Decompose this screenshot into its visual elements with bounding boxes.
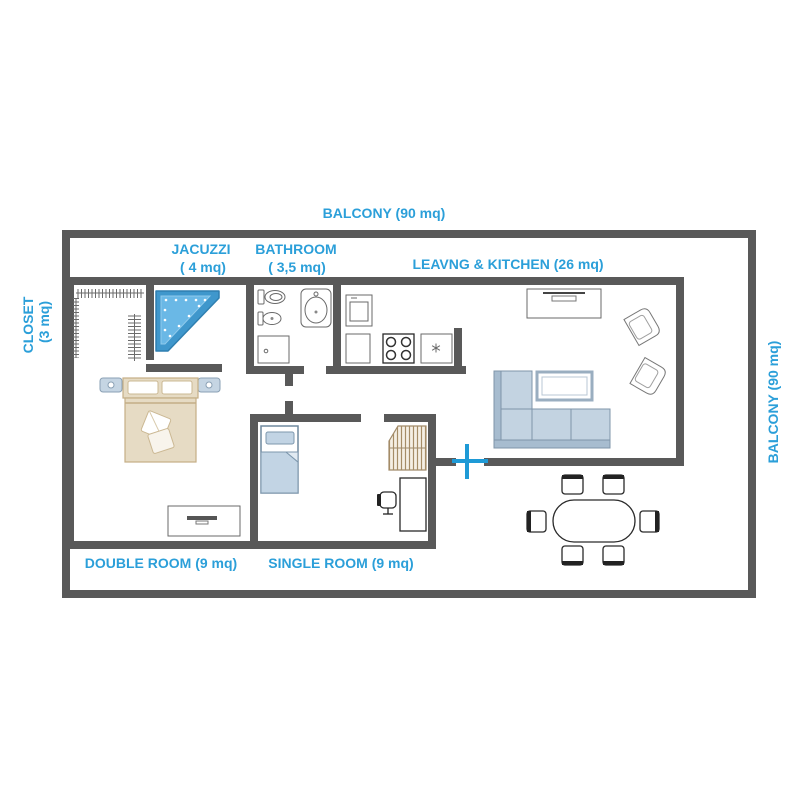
kitchen-sink-icon	[345, 294, 373, 327]
freezer-icon	[420, 333, 453, 364]
closet-rack-icon	[73, 289, 144, 361]
walls	[62, 230, 756, 598]
double-bed-icon	[122, 377, 199, 463]
single-bed-icon	[260, 425, 299, 494]
bathroom-label: BATHROOM	[255, 241, 336, 257]
armchair-icon	[623, 308, 660, 347]
dining-chair-icon	[526, 510, 547, 533]
toilet-icon	[257, 289, 286, 305]
shower-tray-icon	[257, 335, 290, 364]
dining-chair-icon	[561, 474, 584, 495]
desk-chair-icon	[377, 491, 397, 515]
dining-table-icon	[552, 499, 636, 543]
tv-unit-icon	[526, 288, 602, 319]
jacuzzi-label: JACUZZI	[171, 241, 230, 257]
double-room-label: DOUBLE ROOM (9 mq)	[85, 555, 237, 571]
dining-chair-icon	[639, 510, 660, 533]
cabinet-icon	[345, 333, 371, 364]
dining-chair-icon	[602, 545, 625, 566]
cooktop-icon	[382, 333, 415, 364]
closet-label: CLOSET	[20, 296, 36, 353]
labels: BALCONY (90 mq) JACUZZI ( 4 mq) BATHROOM…	[20, 205, 781, 571]
desk-icon	[399, 477, 427, 532]
dining-chair-icon	[561, 545, 584, 566]
single-room-label: SINGLE ROOM (9 mq)	[268, 555, 413, 571]
dresser-icon	[167, 505, 241, 537]
bidet-icon	[257, 311, 282, 326]
sofa-icon	[493, 370, 611, 449]
jacuzzi-area: ( 4 mq)	[180, 259, 226, 275]
wardrobe-icon	[388, 425, 427, 471]
washbasin-icon	[300, 288, 332, 328]
living-kitchen-label: LEAVNG & KITCHEN (26 mq)	[412, 256, 603, 272]
door-marker-icon	[452, 444, 488, 479]
coffee-table-icon	[535, 370, 594, 402]
nightstand-icon	[197, 377, 221, 393]
balcony-right-label: BALCONY (90 mq)	[765, 341, 781, 464]
jacuzzi-icon	[155, 290, 220, 352]
bathroom-area: ( 3,5 mq)	[268, 259, 326, 275]
dining-chair-icon	[602, 474, 625, 495]
inner-walls	[62, 277, 684, 549]
closet-area: (3 mq)	[36, 301, 52, 343]
balcony-top-label: BALCONY (90 mq)	[323, 205, 446, 221]
armchair-icon	[629, 356, 666, 395]
nightstand-icon	[99, 377, 123, 393]
